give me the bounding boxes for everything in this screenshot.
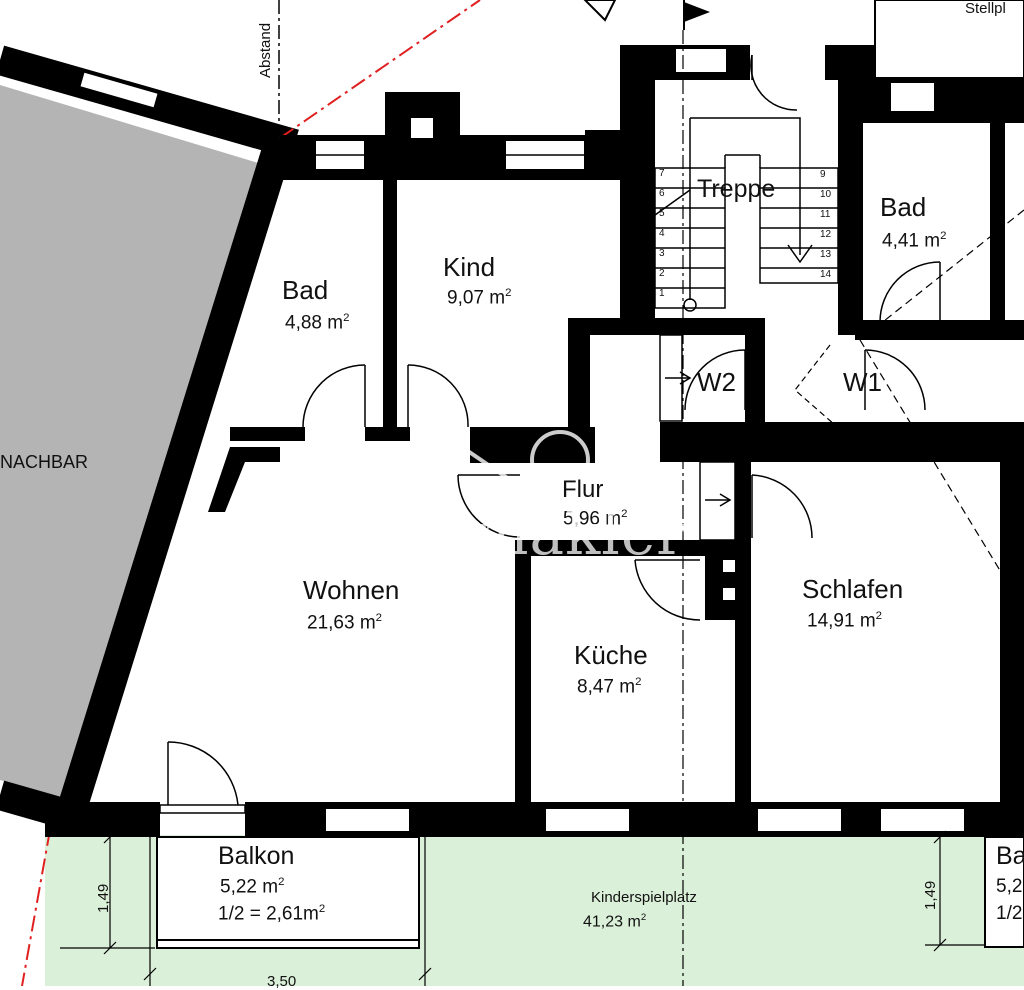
nachbar-label: NACHBAR xyxy=(0,452,89,472)
stair-number: 2 xyxy=(659,268,665,279)
kinderspielplatz-area: 41,23 m2 xyxy=(583,912,647,931)
room-balkon-right-name: Ba xyxy=(996,842,1024,870)
stellplatz-label: Stellpl xyxy=(965,0,1006,17)
boundary-line-top xyxy=(279,0,481,139)
axis-line-diagonal xyxy=(859,209,1024,341)
balcony-slab xyxy=(156,836,420,948)
dim-balcony-width: 3,50 xyxy=(267,973,297,990)
w1-diagonal xyxy=(794,344,836,426)
room-schlafen-area: 14,91 m2 xyxy=(807,610,882,632)
dim-balcony-depth-left: 1,49 xyxy=(95,883,112,913)
room-w2-name: W2 xyxy=(697,367,736,397)
room-bad-right-area: 4,41 m2 xyxy=(882,230,947,252)
dim-balcony-depth-right: 1,49 xyxy=(922,880,939,910)
doors xyxy=(159,54,941,814)
room-kueche-name: Küche xyxy=(574,640,648,670)
room-kind-area: 9,07 m2 xyxy=(447,287,512,309)
room-balkon-name: Balkon xyxy=(218,842,295,870)
axis-line-diagonal-2 xyxy=(859,339,1024,611)
watermark-text: ohne-makler xyxy=(305,500,685,568)
room-bad-left: Bad xyxy=(282,275,328,306)
balcony-rail xyxy=(156,939,420,949)
staircase xyxy=(654,117,839,312)
boundary-line-bottom xyxy=(21,829,51,986)
room-wohnen-name: Wohnen xyxy=(303,575,400,605)
stair-number: 1 xyxy=(659,288,665,299)
stair-number: 13 xyxy=(820,249,832,260)
room-w1-name: W1 xyxy=(843,367,882,397)
watermark-house-icon xyxy=(353,429,590,495)
stair-number: 4 xyxy=(659,228,665,239)
neighbor-window xyxy=(78,70,160,110)
stair-number: 7 xyxy=(659,168,665,179)
balcony-right-slab xyxy=(984,836,1024,948)
room-bad-left-area: 4,88 m2 xyxy=(285,312,350,334)
stair-number: 9 xyxy=(820,169,826,180)
room-kueche-area: 8,47 m2 xyxy=(577,676,642,698)
dimension-lines xyxy=(60,830,985,986)
stair-window xyxy=(674,47,728,74)
stair-number: 3 xyxy=(659,248,665,259)
abstand-label: Abstand xyxy=(257,22,274,78)
room-balkon-right-area: 5,2 xyxy=(996,876,1023,897)
stair-number: 14 xyxy=(820,269,832,280)
bottom-windows xyxy=(324,807,966,833)
room-bad-right-name: Bad xyxy=(880,192,927,222)
room-wohnen-area: 21,63 m2 xyxy=(307,612,382,634)
neighbor-building xyxy=(0,85,265,800)
kinderspielplatz-name: Kinderspielplatz xyxy=(591,889,697,906)
flur-arrows xyxy=(659,334,736,541)
chimney-opening xyxy=(411,118,433,138)
room-balkon-right-half: 1/2 xyxy=(996,903,1023,924)
stair-number: 12 xyxy=(820,229,832,240)
room-kind-name: Kind xyxy=(443,252,496,282)
entrance-structure xyxy=(583,0,617,22)
room-balkon-half: 1/2 = 2,61m2 xyxy=(218,903,326,925)
stair-number: 11 xyxy=(820,209,831,220)
stair-number: 10 xyxy=(820,189,832,200)
stellplatz-area xyxy=(874,0,1024,79)
bad-right-window xyxy=(889,81,936,113)
room-balkon-area: 5,22 m2 xyxy=(220,876,285,898)
stair-number: 5 xyxy=(659,208,665,219)
vent-2 xyxy=(723,588,735,600)
room-name: Bad xyxy=(282,275,329,305)
stair-number: 6 xyxy=(659,188,665,199)
entrance-flag-icon xyxy=(684,2,710,22)
room-flur-name: Flur xyxy=(562,476,604,503)
treppe-label: Treppe xyxy=(697,175,776,203)
room-schlafen-name: Schlafen xyxy=(802,574,904,604)
room-flur-area: 5,96 m2 xyxy=(563,508,628,530)
vent-1 xyxy=(723,560,735,572)
